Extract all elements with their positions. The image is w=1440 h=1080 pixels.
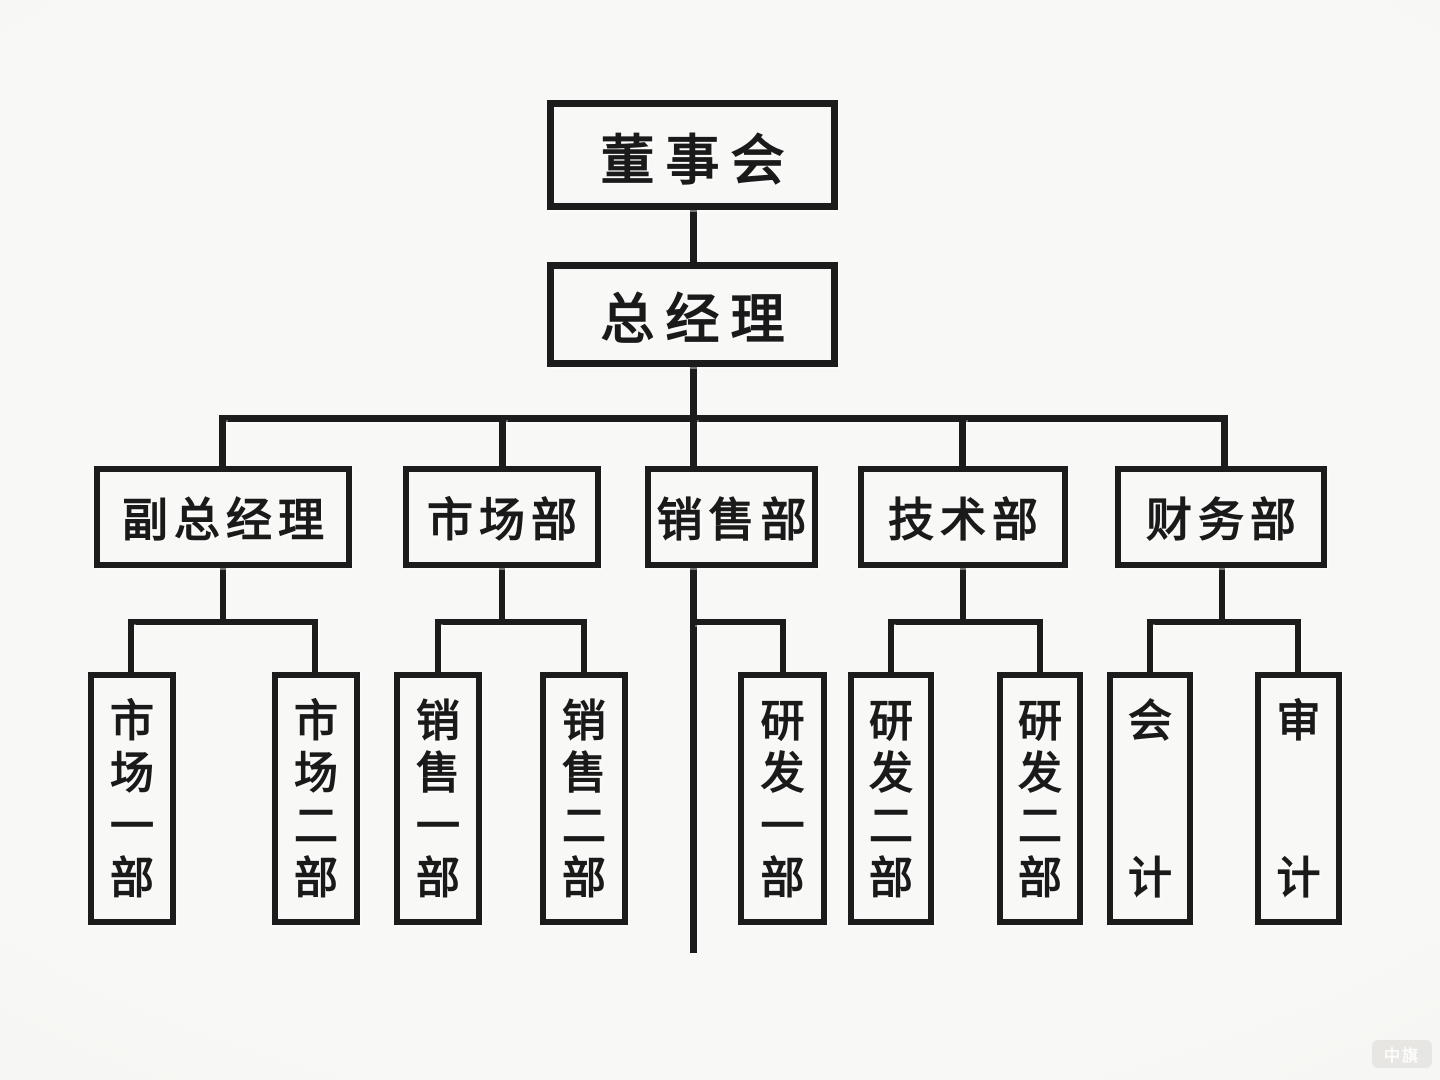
org-node-deputy-gm: 副总经理: [94, 466, 352, 568]
org-node-accounting-label: 会计: [1128, 697, 1172, 903]
org-node-general-manager: 总经理: [547, 262, 838, 367]
connector-drop-finance-dept: [1221, 418, 1228, 468]
org-node-marketing-div2: 市场二部: [272, 672, 360, 925]
org-node-board: 董事会: [547, 100, 838, 210]
connector-board-gm: [690, 207, 697, 265]
org-node-rd-div2-b: 研发二部: [997, 672, 1083, 925]
org-node-finance-dept-label: 财务部: [1146, 494, 1302, 546]
org-node-sales-dept-label: 销售部: [656, 494, 813, 546]
org-node-marketing-div1: 市场一部: [88, 672, 176, 925]
connector-distributor-rail: [219, 415, 1228, 422]
connector-stem-tech-dept: [960, 565, 966, 625]
connector-drop-audit: [1295, 622, 1301, 675]
connector-drop-marketing-div2: [312, 622, 318, 675]
org-node-sales-dept: 销售部: [645, 466, 818, 568]
org-node-finance-dept: 财务部: [1115, 466, 1327, 568]
org-node-marketing-div2-label: 市场二部: [294, 697, 338, 903]
org-node-deputy-gm-label: 副总经理: [122, 494, 330, 546]
org-node-sales-div2-label: 销售二部: [562, 697, 606, 903]
watermark-badge: 中旗: [1372, 1040, 1432, 1068]
connector-rail-sales-dept: [693, 619, 786, 625]
org-node-sales-div2: 销售二部: [540, 672, 628, 925]
connector-rail-finance-dept: [1147, 619, 1301, 625]
connector-drop-rd-div2-a: [888, 622, 894, 675]
org-node-rd-div2-a: 研发二部: [848, 672, 934, 925]
org-node-rd-div2-a-label: 研发二部: [869, 697, 913, 903]
org-node-sales-div1: 销售一部: [394, 672, 482, 925]
org-node-sales-div1-label: 销售一部: [416, 697, 460, 903]
connector-drop-sales-dept: [690, 418, 697, 468]
connector-drop-rd-div2-b: [1037, 622, 1043, 675]
connector-drop-deputy-gm: [219, 418, 226, 468]
connector-drop-marketing-div1: [128, 622, 134, 675]
org-node-marketing-dept: 市场部: [403, 466, 601, 568]
connector-drop-sales-div2: [581, 622, 587, 675]
connector-gm-distributor: [690, 364, 697, 418]
org-node-rd-div1-label: 研发一部: [760, 697, 805, 903]
org-node-tech-dept: 技术部: [858, 466, 1068, 568]
connector-stem-marketing-dept: [499, 565, 505, 625]
connector-rail-deputy-gm: [128, 619, 318, 625]
org-node-rd-div1: 研发一部: [738, 672, 827, 925]
org-node-accounting: 会计: [1107, 672, 1193, 925]
watermark-text: 中旗: [1383, 1048, 1420, 1065]
connector-stem-sales-dept: [690, 565, 697, 953]
org-node-rd-div2-b-label: 研发二部: [1018, 697, 1062, 903]
connector-stem-finance-dept: [1219, 565, 1225, 625]
org-node-audit-label: 审计: [1276, 697, 1321, 903]
connector-drop-accounting: [1147, 622, 1153, 675]
org-node-audit: 审计: [1255, 672, 1342, 925]
connector-drop-marketing-dept: [499, 418, 506, 468]
connector-rail-tech-dept: [888, 619, 1043, 625]
org-node-marketing-div1-label: 市场一部: [110, 697, 154, 903]
connector-drop-sales-div1: [435, 622, 441, 675]
org-node-board-label: 董事会: [600, 130, 796, 191]
org-node-marketing-dept-label: 市场部: [427, 494, 583, 546]
org-node-general-manager-label: 总经理: [600, 290, 796, 350]
org-node-tech-dept-label: 技术部: [888, 494, 1044, 546]
connector-drop-tech-dept: [959, 418, 966, 468]
connector-drop-rd-div1: [780, 622, 786, 675]
connector-stem-deputy-gm: [220, 565, 226, 625]
connector-rail-marketing-dept: [435, 619, 587, 625]
